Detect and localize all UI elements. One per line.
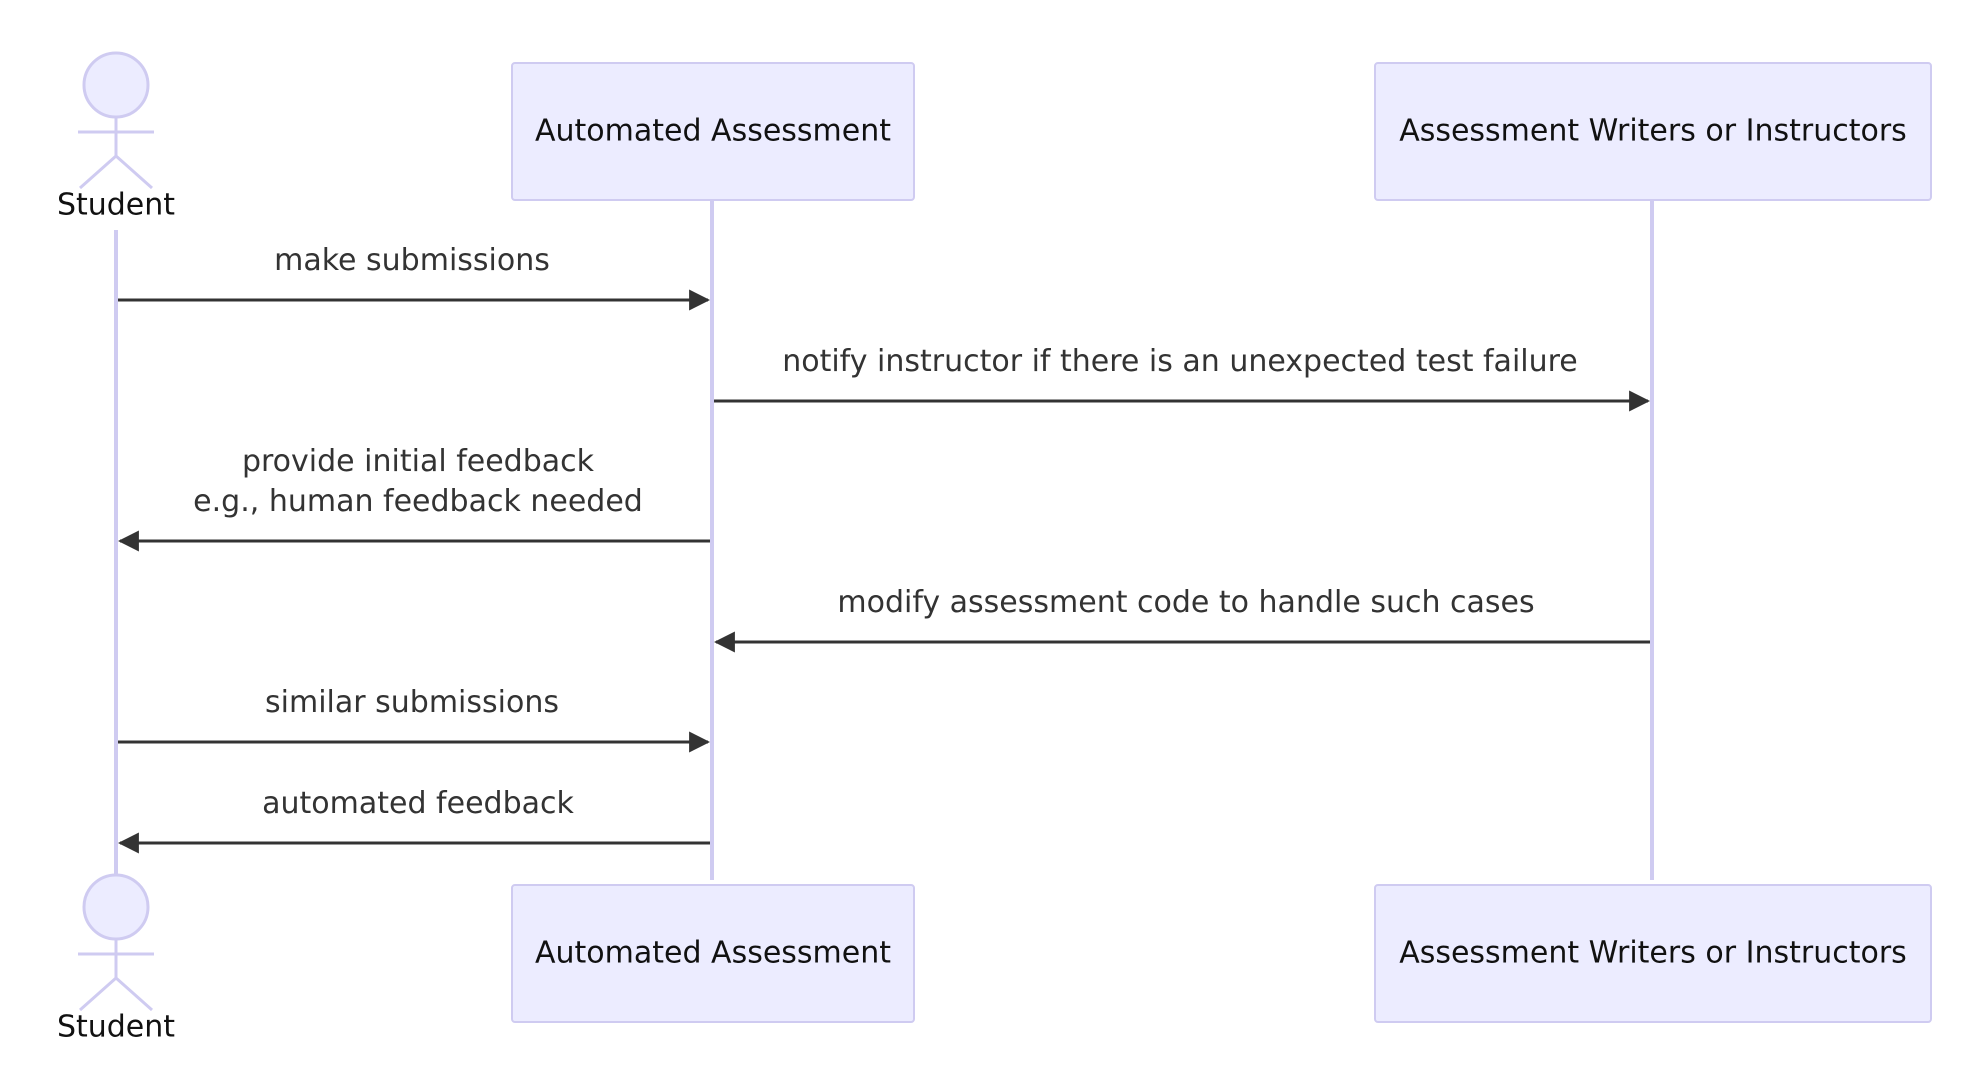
- message-3: provide initial feedback e.g., human fee…: [117, 444, 710, 552]
- message-6: automated feedback: [117, 786, 710, 854]
- participant-automated-assessment-top: Automated Assessment: [511, 62, 915, 201]
- participant-assessment-writers-top: Assessment Writers or Instructors: [1374, 62, 1932, 201]
- actor-icon: [78, 51, 154, 190]
- message-label: modify assessment code to handle such ca…: [837, 585, 1534, 620]
- actor-student-bottom: Student: [57, 873, 175, 1045]
- message-4: modify assessment code to handle such ca…: [713, 585, 1650, 653]
- message-label: notify instructor if there is an unexpec…: [782, 344, 1578, 379]
- message-label: automated feedback: [262, 786, 574, 821]
- message-2: notify instructor if there is an unexpec…: [714, 344, 1651, 412]
- message-1: make submissions: [118, 243, 711, 311]
- participant-label-assessment-writers: Assessment Writers or Instructors: [1399, 114, 1907, 149]
- message-5: similar submissions: [118, 685, 711, 753]
- participant-automated-assessment-bottom: Automated Assessment: [511, 884, 915, 1023]
- message-label: make submissions: [274, 243, 550, 278]
- message-label-line-2: e.g., human feedback needed: [193, 484, 643, 519]
- message-label: similar submissions: [265, 685, 559, 720]
- actor-student-top: Student: [57, 51, 175, 223]
- participant-assessment-writers-bottom: Assessment Writers or Instructors: [1374, 884, 1932, 1023]
- participant-label-assessment-writers: Assessment Writers or Instructors: [1399, 936, 1907, 971]
- participant-label-student: Student: [57, 1010, 175, 1045]
- participant-label-automated-assessment: Automated Assessment: [535, 114, 891, 149]
- participant-label-student: Student: [57, 188, 175, 223]
- message-label-line-1: provide initial feedback: [242, 444, 595, 479]
- participant-label-automated-assessment: Automated Assessment: [535, 936, 891, 971]
- actor-icon: [78, 873, 154, 1012]
